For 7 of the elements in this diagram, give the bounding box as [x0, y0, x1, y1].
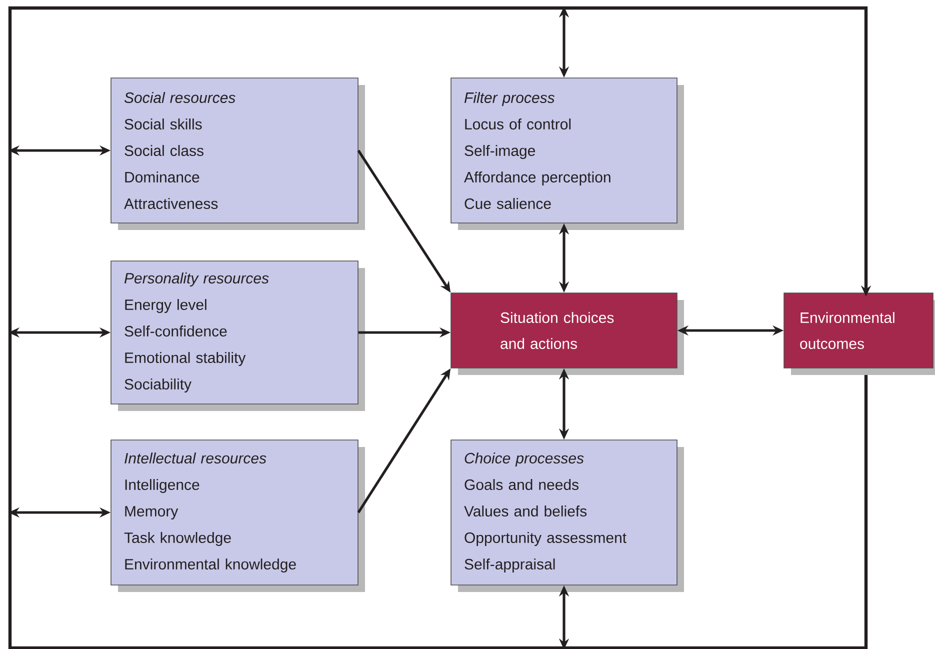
resource-box: Intellectual resources Intelligence Memory Task knowledge Environmental knowledge [110, 440, 365, 592]
resource-box: Filter process Locus of control Self-image Affordance perception Cue salience [450, 78, 684, 230]
resource-box: Choice processes Goals and needs Values and beliefs Opportunity assessment Self-appraisal [450, 440, 684, 592]
resource-box: Social resources Social skills Social class Dominance Attractiveness [110, 78, 365, 230]
outcome-box: Situation choices and actions [450, 292, 684, 375]
resource-box: Personality resources Energy level Self-confidence Emotional stability Sociability [110, 260, 365, 411]
outcome-box: Environmental outcomes [784, 292, 935, 375]
